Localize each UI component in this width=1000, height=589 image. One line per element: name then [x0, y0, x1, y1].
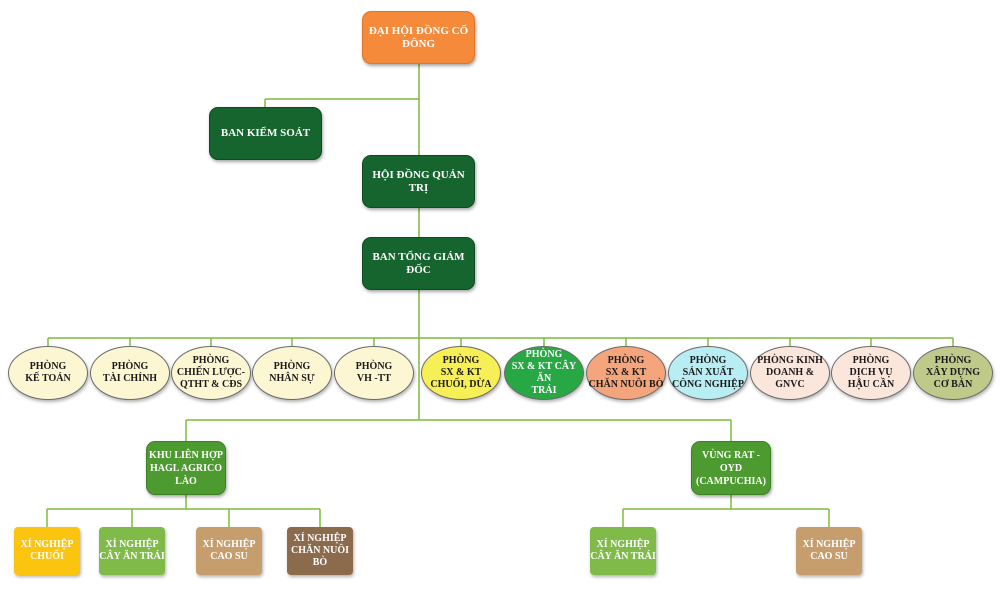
department-node: PHÒNG SX & KT CHUỐI, DỪA: [421, 346, 501, 400]
enterprise-box: XÍ NGHIỆP CÂY ĂN TRÁI: [99, 527, 165, 575]
enterprise-box: XÍ NGHIỆP CAO SU: [196, 527, 262, 575]
supervisory-board-box: BAN KIỂM SOÁT: [209, 107, 322, 160]
enterprise-box: XÍ NGHIỆP CHĂN NUÔI BÒ: [287, 527, 353, 575]
department-node: PHÒNG SX & KT CÂY ĂN TRÁI: [504, 346, 584, 400]
department-node: PHÒNG TÀI CHÍNH: [90, 346, 170, 400]
department-node: PHÒNG KẾ TOÁN: [8, 346, 88, 400]
enterprise-box: XÍ NGHIỆP CHUỐI: [14, 527, 80, 575]
department-node: PHÒNG XÂY DỰNG CƠ BẢN: [913, 346, 993, 400]
department-node: PHÒNG KINH DOANH & GNVC: [750, 346, 830, 400]
enterprise-box: XÍ NGHIỆP CÂY ĂN TRÁI: [590, 527, 656, 575]
board-of-directors-box: HỘI ĐỒNG QUẢN TRỊ: [362, 155, 475, 208]
department-node: PHÒNG NHÂN SỰ: [252, 346, 332, 400]
department-node: PHÒNG SX & KT CHĂN NUÔI BÒ: [586, 346, 666, 400]
shareholders-meeting-box: ĐẠI HỘI ĐỒNG CỔ ĐÔNG: [362, 11, 475, 64]
department-node: PHÒNG CHIẾN LƯỢC- QTHT & CĐS: [171, 346, 251, 400]
department-node: PHÒNG SẢN XUẤT CÔNG NGHIỆP: [668, 346, 748, 400]
department-node: PHÒNG VH -TT: [334, 346, 414, 400]
business-unit-box: VÙNG RAT - OYD (CAMPUCHIA): [691, 441, 771, 495]
department-node: PHÒNG DỊCH VỤ HẬU CẦN: [831, 346, 911, 400]
executive-board-box: BAN TỔNG GIÁM ĐỐC: [362, 237, 475, 290]
business-unit-box: KHU LIÊN HỢP HAGL AGRICO LÀO: [146, 441, 226, 495]
enterprise-box: XÍ NGHIỆP CAO SU: [796, 527, 862, 575]
